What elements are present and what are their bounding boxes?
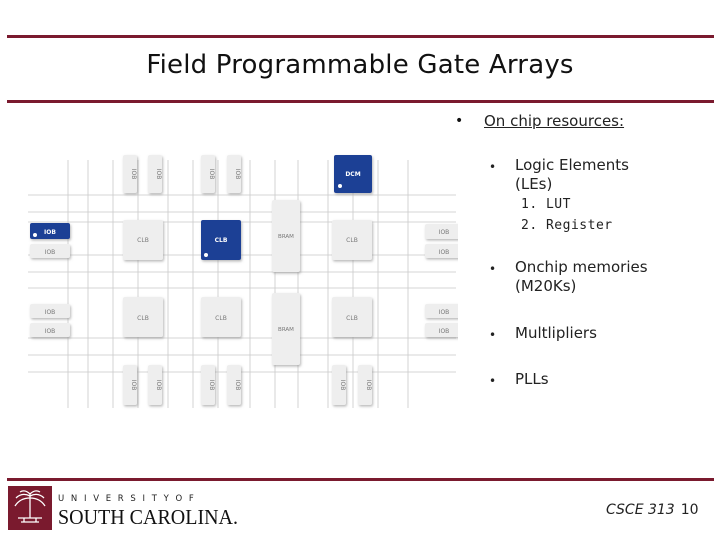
logo-university-of: U N I V E R S I T Y O F <box>58 494 196 504</box>
iob-label: IOB <box>439 328 450 335</box>
bullet-dot: • <box>489 328 497 342</box>
iob-label: IOB <box>45 309 56 316</box>
bullet-dot: • <box>489 374 497 388</box>
iob-label: IOB <box>234 380 241 391</box>
iob-label: IOB <box>208 380 215 391</box>
bullet-dot: • <box>489 160 497 174</box>
footer-course-page: CSCE 313 10 <box>606 502 699 518</box>
clb-label: CLB <box>137 315 149 322</box>
footer-rule <box>7 478 714 481</box>
iob-top-row: IOB IOB IOB IOB <box>123 155 241 193</box>
palmetto-emblem-icon <box>8 486 52 530</box>
clb-blocks: CLB CLB CLB CLB CLB CLB <box>123 220 372 337</box>
sublist-lut: 1. LUT <box>521 197 571 212</box>
clb-highlight-label: CLB <box>215 237 228 244</box>
bram-label: BRAM <box>278 234 294 240</box>
iob-label: IOB <box>439 249 450 256</box>
clb-label: CLB <box>215 315 227 322</box>
dcm-label: DCM <box>345 171 360 178</box>
iob-label: IOB <box>234 169 241 180</box>
iob-label: IOB <box>155 380 162 391</box>
clb-label: CLB <box>346 237 358 244</box>
bullet-on-chip-resources: On chip resources: <box>484 112 625 130</box>
iob-left-column: IOB IOB IOB IOB <box>30 223 70 337</box>
sublist-register: 2. Register <box>521 218 613 233</box>
iob-label: IOB <box>439 229 450 236</box>
iob-label: IOB <box>130 169 137 180</box>
bullet-dot: • <box>455 113 464 129</box>
iob-bottom-row: IOB IOB IOB IOB IOB IOB <box>123 365 372 405</box>
bullet-multlipliers: Multlipliers <box>515 324 597 342</box>
iob-label: IOB <box>439 309 450 316</box>
clb-label: CLB <box>346 315 358 322</box>
iob-label: IOB <box>45 249 56 256</box>
iob-label: IOB <box>130 380 137 391</box>
iob-label: IOB <box>208 169 215 180</box>
logo-south-carolina: SOUTH CAROLINA. <box>58 505 238 529</box>
page-number: 10 <box>680 502 699 518</box>
bram-blocks: BRAM BRAM <box>272 200 300 365</box>
fpga-architecture-diagram: IOB IOB IOB IOB IOB IOB IOB IOB IOB IOB … <box>28 155 458 408</box>
bullet-dot: • <box>489 262 497 276</box>
bullet-onchip-memories: Onchip memories (M20Ks) <box>515 258 648 295</box>
iob-right-column: IOB IOB IOB IOB <box>425 224 458 337</box>
iob-label: IOB <box>339 380 346 391</box>
iob-label: IOB <box>365 380 372 391</box>
footer-course: CSCE 313 <box>606 502 675 518</box>
top-rule <box>7 35 714 38</box>
dcm-block: DCM <box>334 155 372 193</box>
routing-grid <box>28 160 456 408</box>
iob-label: IOB <box>155 169 162 180</box>
clb-label: CLB <box>137 237 149 244</box>
bullet-logic-elements: Logic Elements (LEs) <box>515 156 629 193</box>
slide-title: Field Programmable Gate Arrays <box>146 50 574 80</box>
university-logo: U N I V E R S I T Y O F SOUTH CAROLINA. <box>8 486 238 530</box>
iob-highlight-label: IOB <box>44 229 56 236</box>
bullet-plls: PLLs <box>515 370 549 388</box>
bram-label: BRAM <box>278 327 294 333</box>
title-underline <box>7 100 714 103</box>
iob-label: IOB <box>45 328 56 335</box>
